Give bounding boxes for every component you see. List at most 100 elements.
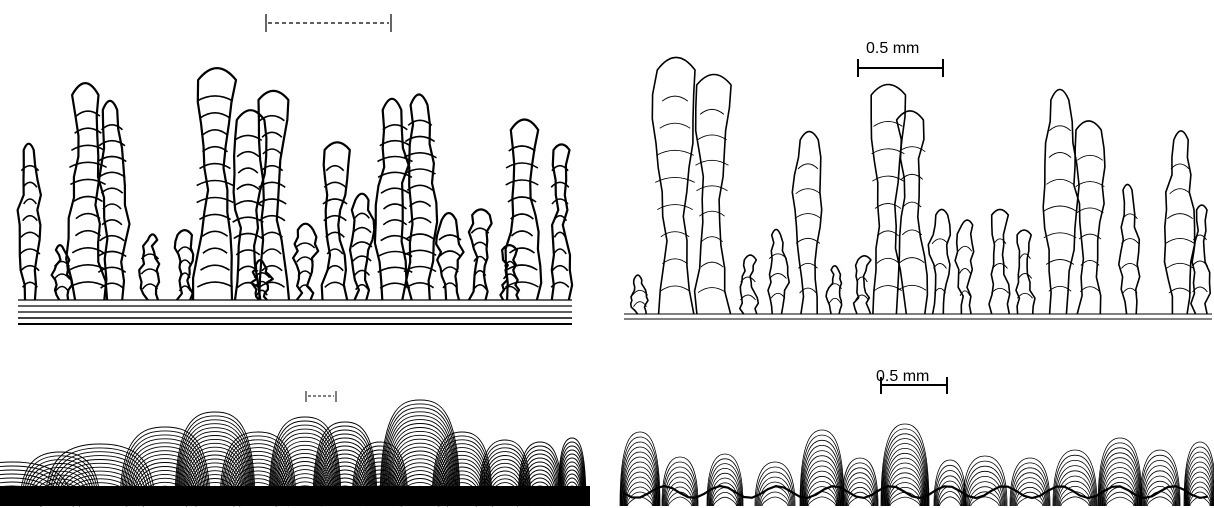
finger-contour — [624, 467, 656, 506]
growth-stage-line — [381, 236, 410, 241]
finger-contour — [843, 463, 877, 506]
finger-contour — [883, 444, 926, 507]
growth-stage-line — [829, 298, 841, 303]
growth-stage-line — [325, 282, 345, 287]
finger-contour — [1186, 462, 1214, 506]
finger-contour — [808, 492, 837, 506]
growth-stage-line — [238, 168, 258, 173]
growth-stage-line — [70, 282, 106, 287]
growth-stage-line — [381, 188, 409, 193]
growth-stage-line — [991, 288, 1008, 293]
growth-stage-line — [23, 182, 37, 187]
growth-stage-line — [1018, 274, 1031, 279]
finger-contour — [939, 492, 961, 507]
dendrite-outline — [854, 256, 871, 314]
finger-contour — [762, 497, 788, 506]
growth-stage-line — [237, 152, 259, 157]
growth-stage-line — [260, 282, 285, 287]
growth-stage-line — [234, 135, 261, 140]
finger-contour — [1106, 497, 1134, 506]
dendrite-outline — [1043, 90, 1079, 315]
growth-stage-line — [1076, 182, 1105, 187]
growth-stage-line — [552, 266, 567, 271]
growth-stage-line — [932, 239, 948, 244]
growth-stage-line — [324, 182, 346, 187]
growth-stage-line — [76, 214, 100, 219]
growth-stage-line — [503, 287, 518, 292]
finger-contour — [713, 492, 737, 506]
growth-stage-line — [877, 258, 899, 263]
finger-contour — [940, 497, 961, 506]
growth-stage-line — [700, 109, 724, 114]
growth-stage-line — [660, 123, 690, 128]
growth-stage-line — [1169, 288, 1191, 293]
growth-stage-line — [440, 251, 460, 256]
dendrite-outline — [896, 111, 927, 314]
finger-contour — [890, 497, 920, 506]
growth-stage-line — [355, 270, 370, 275]
baseline-top-left — [18, 300, 572, 324]
growth-stage-line — [263, 249, 281, 254]
growth-stage-line — [1171, 164, 1189, 169]
finger-contour — [760, 487, 790, 506]
growth-stage-line — [795, 214, 821, 219]
dendrite-outline — [989, 209, 1010, 314]
growth-stage-line — [662, 259, 687, 264]
growth-stage-line — [355, 213, 370, 218]
growth-stage-line — [197, 282, 232, 287]
finger-contour — [708, 464, 741, 506]
dendrite-outline — [871, 85, 906, 315]
growth-stage-line — [197, 181, 234, 186]
growth-stage-line — [958, 246, 972, 251]
scale-label-top-right: 0.5 mm — [866, 40, 919, 57]
finger-contour — [668, 497, 691, 506]
growth-stage-line — [506, 180, 539, 185]
finger-contour — [1060, 492, 1090, 506]
growth-stage-line — [297, 257, 314, 262]
finger-contour — [848, 497, 871, 506]
growth-stage-line — [56, 287, 69, 292]
growth-stage-line — [203, 147, 228, 152]
finger-contour — [882, 434, 928, 506]
growth-stage-line — [511, 231, 532, 236]
growth-stage-line — [1047, 179, 1074, 184]
finger-contour — [627, 492, 653, 506]
finger-contour — [963, 456, 1007, 506]
dome-contours-bottom-left — [0, 400, 590, 506]
growth-stage-line — [473, 242, 488, 247]
growth-stage-line — [701, 237, 722, 242]
growth-stage-line — [103, 204, 121, 209]
dendrite-outline — [1165, 131, 1195, 314]
dendrite-outline — [928, 209, 950, 314]
dense-base-band — [0, 486, 590, 506]
growth-stage-line — [99, 172, 125, 177]
growth-stage-line — [875, 204, 901, 209]
finger-contour — [1147, 497, 1173, 506]
dendrite-outline — [1016, 230, 1035, 314]
growth-stage-line — [473, 285, 486, 290]
dendrite-outline — [768, 229, 789, 314]
scale-label-bottom-right: 0.5 mm — [876, 368, 929, 385]
growth-stage-line — [857, 277, 868, 282]
growth-stage-line — [102, 125, 123, 130]
panel-bottom-left — [0, 391, 590, 506]
growth-stage-line — [407, 185, 432, 190]
dendrite-outline — [1119, 184, 1140, 314]
growth-stage-line — [1077, 155, 1103, 160]
panel-top-right: 0.5 mm — [624, 40, 1212, 319]
growth-stage-line — [258, 199, 287, 204]
finger-contour — [1101, 463, 1138, 506]
growth-stage-line — [1049, 126, 1071, 131]
panel-top-left — [18, 14, 573, 324]
growth-stage-line — [662, 96, 688, 101]
growth-stage-line — [24, 199, 37, 204]
dendrite-outline — [139, 234, 159, 300]
growth-stage-line — [409, 202, 430, 207]
growth-stage-line — [101, 283, 124, 288]
growth-stage-line — [234, 234, 263, 239]
dendrite-outline — [695, 75, 732, 315]
growth-stage-line — [1080, 287, 1099, 292]
dendrite-outline — [826, 266, 842, 314]
growth-stage-line — [324, 216, 347, 221]
finger-contour — [889, 492, 920, 506]
